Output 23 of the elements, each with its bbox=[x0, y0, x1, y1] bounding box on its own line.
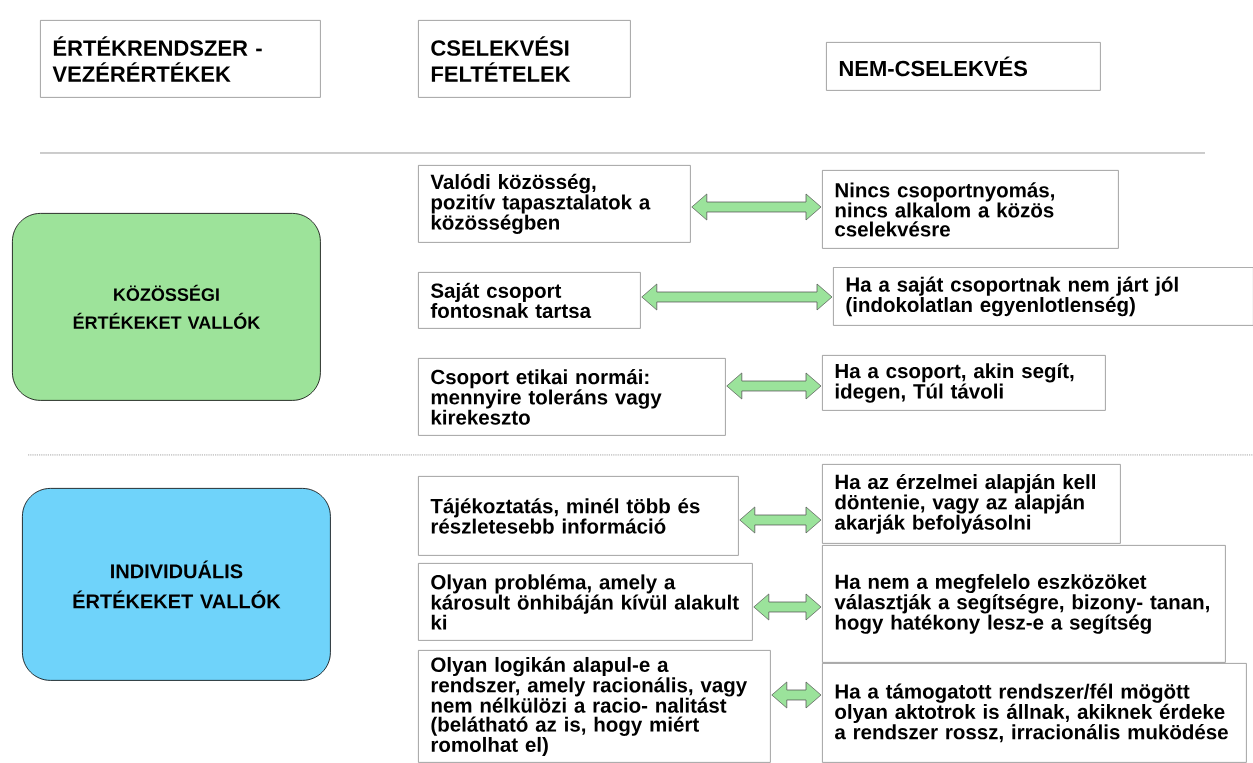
condition-box: Nincs csoportnyomás, nincs alkalom a közös cselekvésre bbox=[822, 170, 1119, 249]
double-arrow bbox=[771, 681, 822, 709]
double-arrow bbox=[641, 283, 833, 311]
column-header: CSELEKVÉSI FELTÉTELEK bbox=[418, 20, 631, 98]
group-box: INDIVIDUÁLIS ÉRTÉKEKET VALLÓK bbox=[22, 488, 331, 681]
double-arrow bbox=[753, 593, 822, 621]
condition-box: Valódi közösség, pozitív tapasztalatok a közösségben bbox=[418, 165, 691, 243]
condition-box: Ha a csoport, akin segít, idegen, Túl távoli bbox=[822, 355, 1106, 411]
double-arrow bbox=[691, 193, 822, 221]
condition-box: Ha nem a megfelelo eszközöket választják a segítségre, bizony- tanan, hogy hatékony lesz-e a segítség bbox=[822, 545, 1226, 663]
group-box: KÖZÖSSÉGI ÉRTÉKEKET VALLÓK bbox=[12, 213, 321, 401]
condition-box: Ha a támogatott rendszer/fél mögött olyan aktotrok is állnak, akiknek érdeke a rendszer rossz, irracionális muködése bbox=[822, 663, 1247, 763]
condition-box: Ha az érzelmei alapján kell döntenie, vagy az alapján akarják befolyásolni bbox=[822, 464, 1121, 544]
condition-box: Olyan probléma, amely a károsult önhibáján kívül alakult ki bbox=[418, 563, 753, 641]
condition-box: Ha a saját csoportnak nem járt jól (indokolatlan egyenlotlenség) bbox=[833, 267, 1253, 326]
condition-box: Tájékoztatás, minél több és részletesebb információ bbox=[418, 476, 739, 556]
condition-box: Csoport etikai normái: mennyire toleráns vagy kirekeszto bbox=[418, 358, 726, 436]
condition-box: Saját csoport fontosnak tartsa bbox=[418, 272, 641, 329]
column-header: ÉRTÉKRENDSZER - VEZÉRÉRTÉKEK bbox=[40, 20, 321, 98]
double-arrow bbox=[726, 372, 822, 400]
condition-box: Olyan logikán alapul-e a rendszer, amely racionális, vagy nem nélkülözi a racio- nalitást (belátható az is, hogy miért romolhat el) bbox=[418, 650, 771, 763]
double-arrow bbox=[739, 506, 822, 534]
column-header: NEM-CSELEKVÉS bbox=[826, 42, 1101, 91]
